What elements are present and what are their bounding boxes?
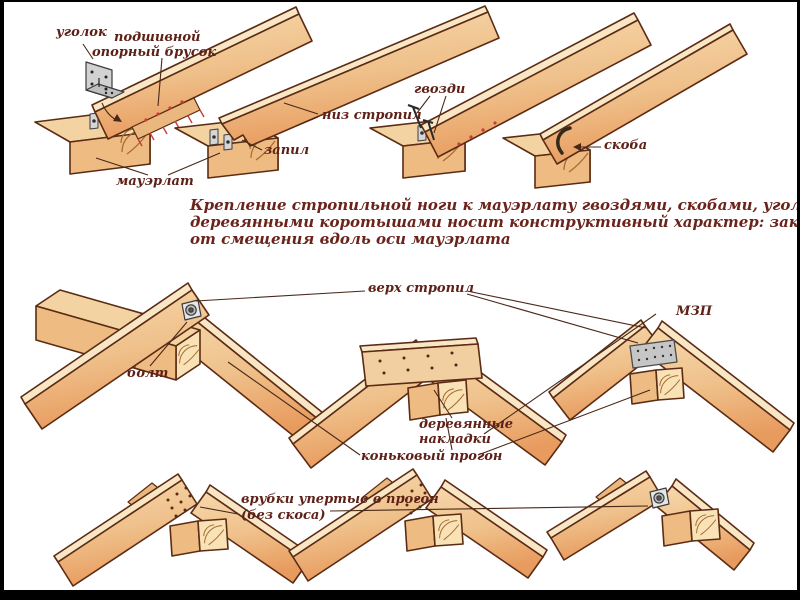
diagram-zapil-fastening xyxy=(174,5,500,179)
leader-lines xyxy=(82,43,657,515)
caption-line1: Крепление стропильной ноги к мауэрлату г… xyxy=(190,196,800,214)
label-konkovy-progon: коньковый прогон xyxy=(361,449,503,464)
diagram-gvozdi-fastening xyxy=(369,12,652,179)
diagram-ridge-bolt xyxy=(20,282,329,447)
bolt-fastener xyxy=(181,299,202,321)
nails xyxy=(407,104,435,141)
diagram-skoba-fastening xyxy=(502,23,748,189)
label-podshivnoy-line1: подшивной xyxy=(114,30,201,45)
diagram-ugolok-fastening xyxy=(34,6,313,175)
frame-bottom xyxy=(0,590,800,600)
label-nakladki-line2: накладки xyxy=(419,432,491,447)
label-mzp: МЗП xyxy=(676,304,713,319)
frame-left xyxy=(0,0,4,600)
label-verkh-stropil: верх стропил xyxy=(368,281,475,296)
diagram-ridge-wood-plates xyxy=(288,337,567,469)
frame-right xyxy=(797,0,800,600)
label-nakladki-line1: деревянные xyxy=(419,417,514,432)
label-gvozdi: гвозди xyxy=(414,82,466,97)
bolt-fastener xyxy=(649,487,670,509)
label-mauerlat: мауэрлат xyxy=(116,174,194,189)
diagram-ridge-mzp xyxy=(548,319,795,453)
label-skoba: скоба xyxy=(604,138,648,153)
diagram-vrubka-nails-center xyxy=(288,468,548,582)
label-bolt: болт xyxy=(127,366,169,381)
label-vrubki-line1: врубки упертые в прогон xyxy=(241,492,439,507)
label-vrubki-line2: (без скоса) xyxy=(241,508,326,523)
staple-skoba xyxy=(556,126,572,155)
label-ugolok: уголок xyxy=(56,25,107,40)
diagram-vrubka-bolt-right xyxy=(546,470,755,571)
caption-line3: от смещения вдоль оси мауэрлата xyxy=(190,230,511,248)
frame-top xyxy=(0,0,800,2)
mzp-plate xyxy=(629,339,678,369)
label-podshivnoy-line2: опорный брусок xyxy=(92,45,217,60)
label-niz-stropil: низ стропил xyxy=(322,108,422,123)
label-zapil: запил xyxy=(264,143,310,158)
diagram-vrubka-nails-left xyxy=(53,473,313,587)
caption-line2: деревянными коротышами носит конструктив… xyxy=(190,213,800,231)
corner-bracket xyxy=(85,61,125,99)
